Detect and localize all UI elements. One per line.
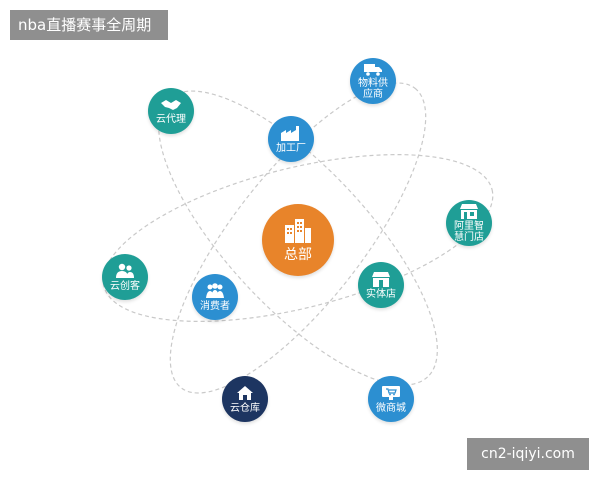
watermark: cn2-iqiyi.com: [467, 438, 589, 470]
people-icon: [206, 282, 224, 298]
cloud-creator-label: 云创客: [109, 280, 140, 292]
cloud-creator-node: 云创客: [102, 254, 148, 300]
truck-icon: [364, 64, 382, 76]
cart-screen-icon: [382, 385, 400, 400]
physical-store-label: 实体店: [365, 288, 396, 300]
micro-mall-label: 微商城: [375, 402, 406, 414]
users-icon: [116, 263, 134, 278]
orbit-ellipse-3: [169, 82, 427, 394]
shop-icon: [372, 271, 390, 287]
alibaba-smart-store-label: 阿里智慧门店: [453, 221, 484, 243]
alibaba-smart-store-node: 阿里智慧门店: [446, 200, 492, 246]
material-supplier-node: 物料供应商: [350, 58, 396, 104]
cloud-warehouse-label: 云仓库: [229, 402, 260, 414]
headquarters-node: 总部: [262, 204, 334, 276]
buildings-icon: [285, 219, 311, 243]
material-supplier-label: 物料供应商: [357, 78, 388, 100]
cloud-agent-label: 云代理: [155, 113, 186, 125]
cloud-warehouse-node: 云仓库: [222, 376, 268, 422]
physical-store-node: 实体店: [358, 262, 404, 308]
headquarters-label: 总部: [283, 247, 312, 263]
processing-plant-node: 加工厂: [268, 116, 314, 162]
storefront-icon: [460, 204, 478, 219]
title-banner: nba直播赛事全周期: [10, 10, 168, 40]
consumer-node: 消费者: [192, 274, 238, 320]
processing-plant-label: 加工厂: [275, 142, 306, 154]
micro-mall-node: 微商城: [368, 376, 414, 422]
cloud-agent-node: 云代理: [148, 88, 194, 134]
handshake-icon: [161, 99, 181, 110]
consumer-label: 消费者: [199, 300, 230, 312]
warehouse-icon: [237, 385, 253, 400]
factory-icon: [281, 125, 299, 141]
